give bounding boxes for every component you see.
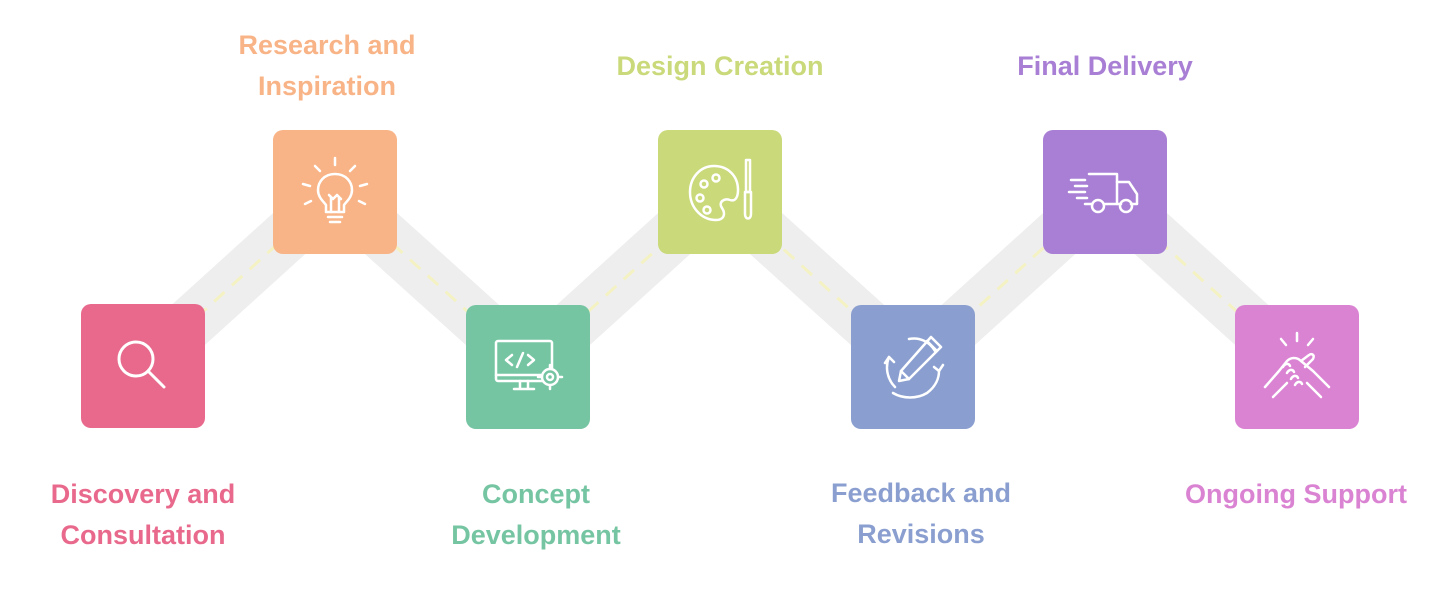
step-tile-delivery (1043, 130, 1167, 254)
lightbulb-icon (301, 156, 369, 224)
step-label-line: Final Delivery (1017, 51, 1193, 81)
code-monitor-icon (494, 339, 564, 391)
step-label-discovery: Discovery and Consultation (13, 474, 273, 556)
step-label-feedback: Feedback and Revisions (791, 473, 1051, 555)
pencil-refresh-icon (883, 335, 945, 399)
step-label-line: Concept (482, 479, 590, 509)
step-label-line: Development (451, 520, 621, 550)
step-label-concept: Concept Development (406, 474, 666, 556)
step-label-line: Consultation (60, 520, 226, 550)
step-label-line: Revisions (857, 519, 985, 549)
handshake-icon (1263, 331, 1331, 399)
step-label-line: Feedback and (830, 478, 1012, 508)
step-tile-feedback (851, 305, 975, 429)
step-label-design: Design Creation (590, 46, 850, 87)
step-label-line: Design Creation (616, 51, 824, 81)
magnifier-icon (117, 340, 166, 389)
step-label-delivery: Final Delivery (975, 46, 1235, 87)
step-label-line: Discovery and (50, 479, 236, 509)
step-label-line: Inspiration (257, 71, 396, 101)
step-tile-discovery (81, 304, 205, 428)
delivery-truck-icon (1067, 172, 1139, 214)
step-label-research: Research and Inspiration (197, 25, 457, 107)
step-label-line: Ongoing Support (1185, 479, 1407, 509)
step-tile-support (1235, 305, 1359, 429)
palette-icon (688, 158, 753, 222)
step-label-line: Research and (238, 30, 416, 60)
step-tile-research (273, 130, 397, 254)
step-tile-concept (466, 305, 590, 429)
step-label-support: Ongoing Support (1166, 474, 1426, 515)
step-tile-design (658, 130, 782, 254)
